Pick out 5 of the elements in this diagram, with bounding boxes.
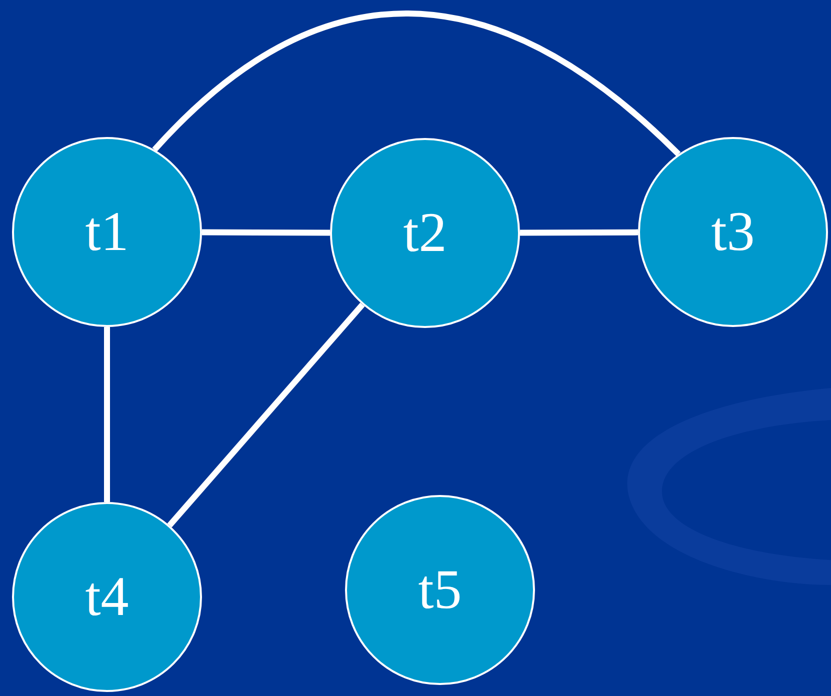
connector-line (167, 302, 365, 528)
connector-line (202, 229, 330, 236)
connector-line (520, 229, 638, 236)
connector-line (152, 10, 681, 156)
connector-line (104, 327, 110, 502)
